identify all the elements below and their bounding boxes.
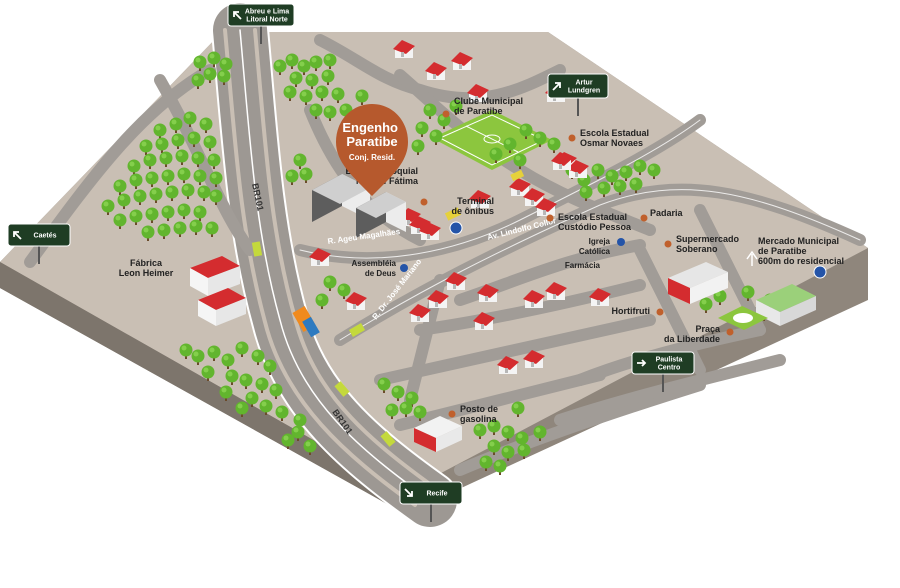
poi-marker-padaria[interactable] (640, 214, 648, 222)
gas-station-building (414, 416, 462, 452)
poi-marker-mercado[interactable] (813, 265, 827, 279)
roads (24, 1, 866, 529)
arrow-up-icon (746, 250, 758, 266)
poi-markers (400, 110, 827, 418)
trees (101, 51, 777, 475)
arrow-icon (637, 359, 647, 367)
poi-marker-hortifruti[interactable] (656, 308, 664, 316)
poi-marker-terminal[interactable] (449, 221, 463, 235)
poi-marker-igreja[interactable] (617, 238, 625, 246)
sign-cates-text: Caetés (34, 233, 57, 240)
sign-recife-text: Recife (426, 491, 447, 498)
label-padaria: Padaria (650, 208, 684, 218)
apartment-buildings (312, 174, 406, 238)
poi-marker-supermercado[interactable] (664, 240, 672, 248)
pin-subtitle: Conj. Resid. (349, 153, 395, 162)
vehicles (251, 169, 525, 447)
arrow-icon (13, 231, 22, 240)
poi-marker-custodio[interactable] (546, 214, 554, 222)
sign-cates[interactable]: Caetés (7, 223, 71, 264)
label-farmacia: Farmácia (565, 261, 601, 270)
location-pin[interactable]: Engenho Paratibe Conj. Resid. (336, 104, 408, 196)
sign-recife[interactable]: Recife (399, 481, 463, 522)
poi-marker-posto[interactable] (448, 410, 456, 418)
poi-marker-praca[interactable] (726, 328, 734, 336)
plaza (718, 306, 768, 330)
pin-title: Engenho Paratibe (342, 120, 401, 149)
label-hortifruti: Hortifruti (612, 306, 651, 316)
poi-marker-paroquial[interactable] (420, 198, 428, 206)
arrow-icon (552, 82, 561, 91)
poi-marker-assembleia[interactable] (400, 264, 408, 272)
poi-marker-osmar[interactable] (568, 134, 576, 142)
factory-building (190, 256, 246, 326)
supermarket-building (668, 262, 728, 304)
arrow-icon (404, 488, 413, 497)
poi-marker-clube[interactable] (442, 110, 450, 118)
market-building (756, 284, 816, 326)
arrow-icon (233, 11, 242, 20)
